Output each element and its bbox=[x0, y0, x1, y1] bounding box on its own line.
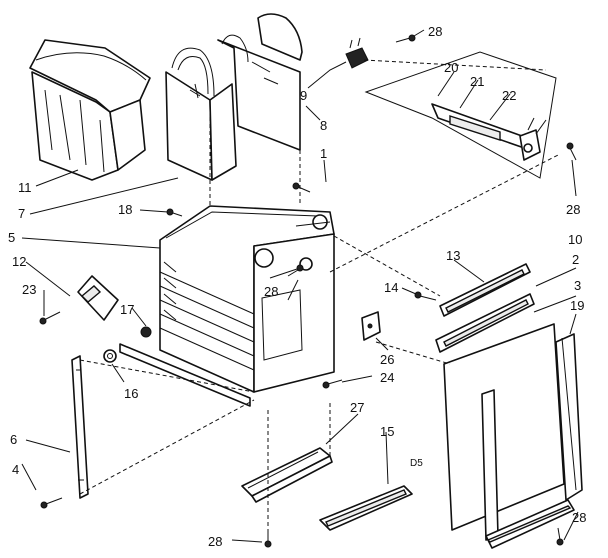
callout-15: 15 bbox=[380, 424, 394, 439]
control-bracket-part bbox=[364, 51, 557, 179]
side-rail-part bbox=[71, 355, 89, 499]
callout-28-bottom-right: 28 bbox=[572, 510, 586, 525]
screw-4-part bbox=[40, 497, 63, 509]
callout-28-mid: 28 bbox=[264, 284, 278, 299]
callout-3: 3 bbox=[574, 278, 581, 293]
callout-2: 2 bbox=[572, 252, 579, 267]
roller-16-part bbox=[103, 349, 117, 363]
latch-part bbox=[361, 311, 381, 341]
callout-27: 27 bbox=[350, 400, 364, 415]
handle-part bbox=[319, 485, 413, 531]
callout-4: 4 bbox=[12, 462, 19, 477]
callout-11: 11 bbox=[18, 180, 32, 195]
callout-28-bottom-left: 28 bbox=[208, 534, 222, 549]
spacer-17-part bbox=[140, 326, 152, 338]
callout-13: 13 bbox=[446, 248, 460, 263]
callout-5: 5 bbox=[8, 230, 15, 245]
switch-assembly-part bbox=[345, 37, 369, 69]
door-panel-part bbox=[443, 323, 583, 549]
callout-7: 7 bbox=[18, 206, 25, 221]
screw-28-bottom-right-part bbox=[556, 527, 564, 546]
hinge-bracket-part bbox=[77, 275, 119, 321]
screw-28-top-part bbox=[395, 34, 416, 43]
callout-26: 26 bbox=[380, 352, 394, 367]
assembly-guide-lines bbox=[79, 59, 561, 530]
screw-23-part bbox=[39, 311, 61, 325]
callout-9: 9 bbox=[300, 88, 307, 103]
callout-22: 22 bbox=[502, 88, 516, 103]
trim-strip-part bbox=[439, 263, 531, 317]
callout-1: 1 bbox=[320, 146, 327, 161]
bottom-rail-part bbox=[119, 343, 251, 407]
diagram-code-label: D5 bbox=[410, 458, 423, 469]
callout-6: 6 bbox=[10, 432, 17, 447]
callout-28-right: 28 bbox=[566, 202, 580, 217]
screw-28-mid-part bbox=[287, 264, 304, 277]
liner-panel-part bbox=[217, 34, 301, 151]
screw-28-right-part bbox=[566, 142, 577, 161]
callout-17: 17 bbox=[120, 302, 134, 317]
leader-lines bbox=[21, 29, 579, 543]
callout-16: 16 bbox=[124, 386, 138, 401]
handle-bar-part bbox=[435, 293, 535, 353]
toe-plate-part bbox=[241, 447, 333, 503]
callout-21: 21 bbox=[470, 74, 484, 89]
screw-1-part bbox=[292, 182, 311, 193]
callout-19: 19 bbox=[570, 298, 584, 313]
cabinet-body-part bbox=[159, 205, 335, 393]
callout-24: 24 bbox=[380, 370, 394, 385]
callout-18: 18 bbox=[118, 202, 132, 217]
cover-flap-part bbox=[257, 13, 303, 61]
bag-part bbox=[165, 47, 237, 181]
callout-20: 20 bbox=[444, 60, 458, 75]
callout-28-top: 28 bbox=[428, 24, 442, 39]
callout-12: 12 bbox=[12, 254, 26, 269]
screw-18-part bbox=[166, 208, 183, 217]
callout-8: 8 bbox=[320, 118, 327, 133]
screw-24-part bbox=[322, 379, 343, 389]
screw-28-bottom-left-part bbox=[264, 530, 272, 548]
callout-10: 10 bbox=[568, 232, 582, 247]
callout-23: 23 bbox=[22, 282, 36, 297]
screw-14-part bbox=[414, 291, 437, 301]
callout-14: 14 bbox=[384, 280, 398, 295]
bag-liner-part bbox=[29, 39, 151, 181]
